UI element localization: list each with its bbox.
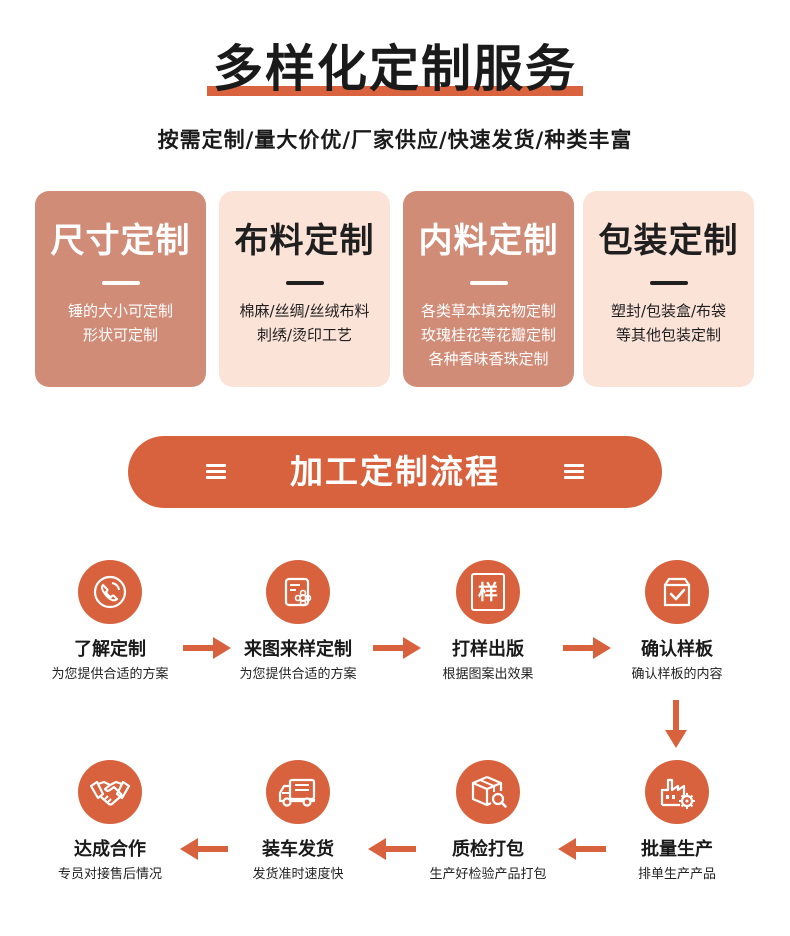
card-title: 尺寸定制: [50, 221, 191, 261]
step-desc: 根据图案出效果: [442, 667, 534, 682]
step-icon-circle: [645, 760, 709, 824]
card-filling-custom: 内料定制 各类草本填充物定制 玫瑰桂花等花瓣定制 各种香味香珠定制: [403, 191, 574, 387]
process-step-2: 来图来样定制 为您提供合适的方案: [203, 560, 393, 684]
card-desc-line: 各类草本填充物定制: [420, 302, 556, 320]
card-fabric-custom: 布料定制 棉麻/丝绸/丝绒布料 刺绣/烫印工艺: [219, 191, 390, 387]
card-desc-line: 塑封/包装盒/布袋: [610, 302, 727, 320]
card-desc-line: 形状可定制: [82, 326, 158, 344]
arrow-down-icon: [665, 700, 687, 748]
step-desc: 生产好检验产品打包: [429, 867, 547, 882]
step-title: 质检打包: [452, 839, 524, 860]
step-title: 打样出版: [452, 639, 524, 660]
arrow-left-icon: [180, 838, 228, 860]
page-title: 多样化定制服务: [207, 38, 583, 100]
step-icon-circle: [456, 760, 520, 824]
step-desc: 为您提供合适的方案: [51, 667, 169, 682]
sample-icon-glyph: 样: [478, 580, 498, 604]
phone-icon: [93, 575, 127, 609]
card-desc-line: 棉麻/丝绸/丝绒布料: [239, 302, 370, 320]
confirm-box-icon: [663, 577, 691, 607]
process-step-1: 了解定制 为您提供合适的方案: [15, 560, 205, 684]
step-title: 装车发货: [262, 839, 334, 860]
card-desc-line: 刺绣/烫印工艺: [256, 326, 353, 344]
card-title: 内料定制: [418, 221, 559, 261]
step-desc: 确认样板的内容: [631, 667, 723, 682]
design-document-icon: [284, 577, 312, 607]
card-desc-line: 锤的大小可定制: [67, 302, 173, 320]
step-title: 来图来样定制: [244, 639, 352, 660]
step-icon-circle: [266, 760, 330, 824]
step-icon-circle: [645, 560, 709, 624]
card-divider: [649, 281, 688, 285]
arrow-right-icon: [183, 637, 231, 659]
card-title: 布料定制: [234, 221, 375, 261]
card-desc-line: 玫瑰桂花等花瓣定制: [420, 326, 556, 344]
step-title: 达成合作: [74, 839, 146, 860]
card-title: 包装定制: [598, 221, 739, 261]
step-icon-circle: [78, 760, 142, 824]
arrow-right-icon: [373, 637, 421, 659]
arrow-left-icon: [558, 838, 606, 860]
step-icon-circle: [266, 560, 330, 624]
step-title: 批量生产: [641, 839, 713, 860]
inspect-package-icon: [471, 775, 507, 808]
card-packaging-custom: 包装定制 塑封/包装盒/布袋 等其他包装定制: [583, 191, 754, 387]
arrow-left-icon: [368, 838, 416, 860]
handshake-icon: [89, 780, 131, 806]
step-desc: 发货准时速度快: [252, 867, 344, 882]
card-divider: [101, 281, 140, 285]
process-banner-title: 加工定制流程: [290, 452, 500, 491]
arrow-right-icon: [563, 637, 611, 659]
process-step-3: 样 打样出版 根据图案出效果: [393, 560, 583, 684]
step-title: 了解定制: [74, 639, 146, 660]
process-step-7: 装车发货 发货准时速度快: [203, 760, 393, 884]
step-desc: 为您提供合适的方案: [239, 667, 357, 682]
page-title-text: 多样化定制服务: [213, 40, 577, 98]
step-desc: 专员对接售后情况: [57, 867, 162, 882]
process-banner: 加工定制流程: [128, 436, 662, 508]
card-size-custom: 尺寸定制 锤的大小可定制 形状可定制: [35, 191, 206, 387]
factory-icon: [660, 778, 695, 809]
card-divider: [285, 281, 324, 285]
menu-lines-icon: [564, 464, 584, 479]
step-desc: 排单生产产品: [637, 867, 716, 882]
process-step-8: 达成合作 专员对接售后情况: [15, 760, 205, 884]
delivery-truck-icon: [278, 778, 316, 807]
process-step-6: 质检打包 生产好检验产品打包: [393, 760, 583, 884]
process-step-5: 批量生产 排单生产产品: [582, 760, 772, 884]
customization-cards: 尺寸定制 锤的大小可定制 形状可定制 布料定制 棉麻/丝绸/丝绒布料 刺绣/烫印…: [35, 191, 755, 387]
menu-lines-icon: [206, 464, 226, 479]
step-icon-circle: 样: [456, 560, 520, 624]
step-icon-circle: [78, 560, 142, 624]
card-desc-line: 等其他包装定制: [615, 326, 721, 344]
sample-icon: 样: [471, 573, 505, 611]
process-step-4: 确认样板 确认样板的内容: [582, 560, 772, 684]
card-divider: [469, 281, 508, 285]
step-title: 确认样板: [641, 639, 713, 660]
card-desc-line: 各种香味香珠定制: [428, 350, 549, 368]
title-wrapper: 多样化定制服务: [0, 38, 790, 100]
page-subtitle: 按需定制/量大价优/厂家供应/快速发货/种类丰富: [157, 128, 633, 152]
